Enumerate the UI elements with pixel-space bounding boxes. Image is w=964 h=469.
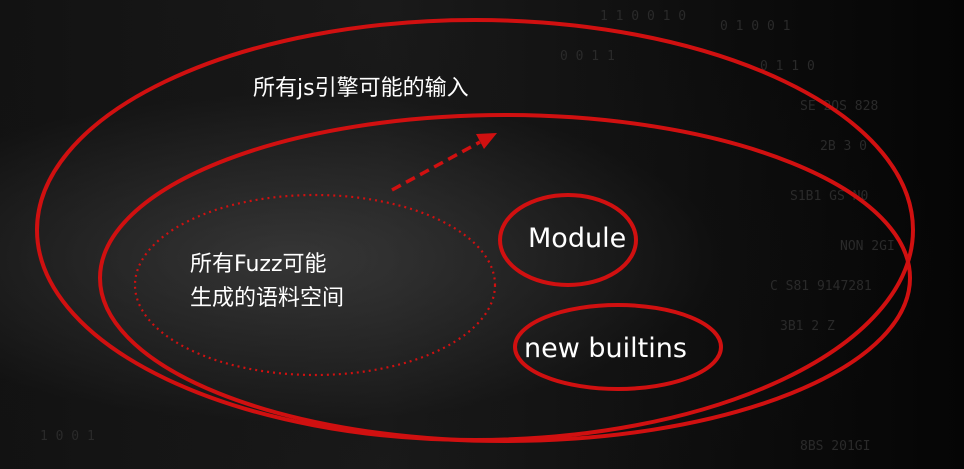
builtins-ellipse — [513, 303, 723, 391]
builtins-label: new builtins — [524, 333, 687, 364]
fuzz-corpus-ellipse — [133, 193, 497, 377]
svg-text:8BS 201GI: 8BS 201GI — [800, 439, 870, 454]
middle-ellipse — [98, 113, 912, 443]
fuzz-label-line1: 所有Fuzz可能 — [190, 252, 327, 277]
svg-text:1 0 0 1: 1 0 0 1 — [40, 429, 95, 444]
svg-text:0 1 1 0: 0 1 1 0 — [760, 59, 815, 74]
svg-text:C S81 9147281: C S81 9147281 — [770, 279, 872, 294]
expansion-arrow-head — [476, 133, 497, 149]
outer-ellipse — [35, 18, 915, 442]
fuzz-label-line2: 生成的语料空间 — [190, 286, 345, 311]
svg-text:SE 2OS 828: SE 2OS 828 — [800, 99, 878, 114]
svg-text:0 1 0 0 1: 0 1 0 0 1 — [720, 19, 790, 34]
outer-ellipse-label: 所有js引擎可能的输入 — [253, 76, 469, 101]
svg-text:0 0 1 1: 0 0 1 1 — [560, 49, 615, 64]
expansion-arrow-line — [391, 140, 481, 192]
fuzz-corpus-label: 所有Fuzz可能 生成的语料空间 — [190, 248, 390, 316]
svg-text:NON 2GI: NON 2GI — [840, 239, 895, 254]
svg-text:2B 3 0: 2B 3 0 — [820, 139, 867, 154]
module-ellipse — [498, 193, 638, 287]
svg-text:3B1 2 Z: 3B1 2 Z — [780, 319, 835, 334]
background-texture: 0 1 0 0 1 0 1 1 0 SE 2OS 828 2B 3 0 S1B1… — [40, 9, 895, 454]
svg-text:1 1 0 0 1 0: 1 1 0 0 1 0 — [600, 9, 686, 24]
module-label: Module — [528, 223, 627, 254]
